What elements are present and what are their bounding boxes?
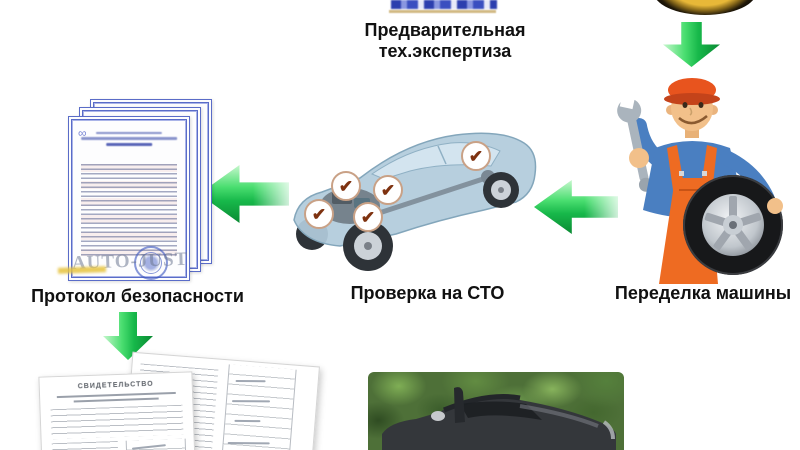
svg-text:✔: ✔ xyxy=(339,177,353,196)
stamp-icon xyxy=(134,246,168,280)
document-edge-graphic xyxy=(391,0,497,9)
certificate-form-front: СВИДЕТЕЛЬСТВО xyxy=(38,371,196,450)
svg-text:✔: ✔ xyxy=(469,147,483,166)
snorkel xyxy=(454,387,465,423)
check-badge: ✔ xyxy=(373,175,403,205)
car-inspection-illustration: ✔ ✔ ✔ ✔ ✔ xyxy=(288,122,543,282)
tire-icon xyxy=(683,175,783,275)
certificate-form-title: СВИДЕТЕЛЬСТВО xyxy=(77,380,154,391)
infinity-logo-icon: ∞ xyxy=(78,126,87,140)
certificate-text-lines xyxy=(81,164,177,256)
svg-text:✔: ✔ xyxy=(361,208,375,227)
preliminary-expertise-label-line2: тех.экспертиза xyxy=(378,41,512,61)
preliminary-expertise-label-line1: Предварительная xyxy=(364,20,526,40)
svg-text:✔: ✔ xyxy=(381,181,395,200)
gold-emblem-icon xyxy=(653,0,757,15)
car-rework-label: Переделка машины xyxy=(614,283,792,303)
document-edge-line xyxy=(389,10,496,13)
check-badge: ✔ xyxy=(353,202,383,232)
arrow-left-icon xyxy=(199,165,289,223)
arrow-down-icon xyxy=(663,22,720,67)
certificate-page: ∞ xyxy=(68,116,190,281)
mechanic-illustration xyxy=(595,78,795,285)
side-mirror xyxy=(431,411,445,421)
sto-check-label: Проверка на СТО xyxy=(350,283,505,303)
safety-protocol-label: Протокол безопасности xyxy=(31,286,244,306)
check-badge: ✔ xyxy=(304,199,334,229)
preliminary-expertise-label: Предварительная тех.экспертиза xyxy=(335,20,555,62)
check-badge: ✔ xyxy=(461,141,491,171)
svg-text:✔: ✔ xyxy=(312,205,326,224)
preliminary-expertise-image xyxy=(388,0,500,14)
suv-photo xyxy=(368,372,624,450)
check-badge: ✔ xyxy=(331,171,361,201)
suv-silhouette xyxy=(382,387,616,450)
